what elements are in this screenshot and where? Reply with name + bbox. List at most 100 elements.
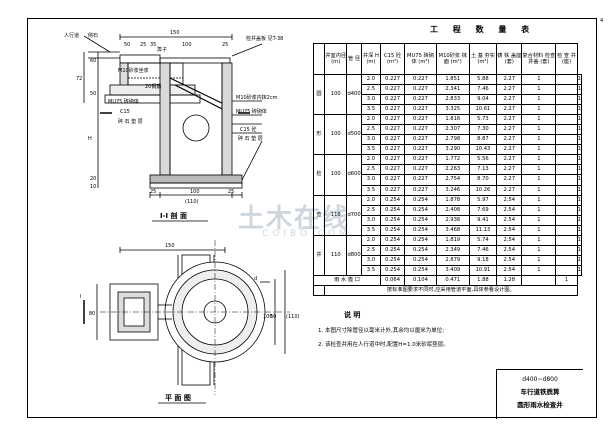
pipe-diameter-cell: d500 xyxy=(346,114,362,156)
chamber-right-wall xyxy=(221,62,233,176)
dim-top: 150 xyxy=(170,30,180,36)
table-cell: 9.04 xyxy=(468,94,498,106)
table-cell: 3.5 xyxy=(360,144,382,156)
dim-25b: 25 xyxy=(222,42,228,48)
plan-dim-50: 50 xyxy=(270,314,276,320)
plan-title: 平 面 图 xyxy=(165,393,191,402)
plan-dim-top: 150 xyxy=(165,243,175,249)
table-cell: 1 xyxy=(521,94,557,106)
table-cell: 1.878 xyxy=(435,194,470,206)
table-cell: 3.290 xyxy=(435,144,470,156)
dim-bottom-right: 25 xyxy=(228,189,234,195)
table-cell xyxy=(555,94,578,106)
dim-100: 100 xyxy=(182,42,192,48)
table-cell: 0.227 xyxy=(380,73,406,86)
table-cell xyxy=(555,144,578,156)
table-cell: 1 xyxy=(521,84,557,96)
header-cell: C15 砼 (m³) xyxy=(380,43,406,75)
header-cell: M10砂浆 抹面 (m²) xyxy=(435,43,470,75)
table-cell: 10.91 xyxy=(468,264,498,276)
table-cell: 3.0 xyxy=(360,254,382,266)
pipe-opening xyxy=(182,114,210,142)
table-cell: 2.833 xyxy=(435,94,470,106)
table-cell: 1 xyxy=(576,214,583,226)
table-cell: 2.5 xyxy=(360,244,382,256)
table-cell: 0.254 xyxy=(404,194,437,206)
table-cell: 0.227 xyxy=(404,184,437,196)
table-cell: 10.61 xyxy=(468,104,498,116)
table-cell: 9.18 xyxy=(468,254,498,266)
table-cell: 5.73 xyxy=(468,114,498,126)
table-cell: 1 xyxy=(576,94,583,106)
table-cell: 5.88 xyxy=(468,73,498,86)
table-cell xyxy=(521,274,557,286)
table-cell: 2.5 xyxy=(360,204,382,216)
table-cell: 2.879 xyxy=(435,254,470,266)
table-cell: 0.227 xyxy=(380,124,406,136)
table-cell: 3.468 xyxy=(435,224,470,236)
table-cell: 3.246 xyxy=(435,184,470,196)
table-cell: 3.5 xyxy=(360,224,382,236)
table-cell: 2.5 xyxy=(360,84,382,96)
table-cell xyxy=(555,174,578,186)
table-cell: 0.254 xyxy=(380,264,406,276)
table-cell: 5.56 xyxy=(468,154,498,166)
table-cell: 2.54 xyxy=(496,244,523,256)
label-c15-right: C15 砼 xyxy=(240,126,256,133)
table-cell: 3.0 xyxy=(360,94,382,106)
table-cell: 2.27 xyxy=(496,84,523,96)
table-cell: 0.227 xyxy=(380,164,406,176)
table-cell: 3.5 xyxy=(360,264,382,276)
table-cell: 3.409 xyxy=(435,264,470,276)
table-cell: 0.254 xyxy=(404,214,437,226)
label-grate: 箅子 xyxy=(157,46,167,53)
table-cell: 2.27 xyxy=(496,134,523,146)
table-cell: 3.325 xyxy=(435,104,470,116)
table-cell xyxy=(555,204,578,216)
table-cell: 1 xyxy=(521,154,557,166)
table-cell: 5.97 xyxy=(468,194,498,206)
dim-10: 10 xyxy=(90,184,96,190)
pipe-diameter-cell: d700 xyxy=(346,194,362,236)
sump-gravel xyxy=(104,94,201,104)
inner-diameter-cell: 100 xyxy=(323,73,348,116)
table-cell: 2.54 xyxy=(496,264,523,276)
table-cell: 2.54 xyxy=(496,234,523,246)
table-cell: 2.0 xyxy=(360,73,382,86)
table-cell: 0.227 xyxy=(404,144,437,156)
table-cell: 5.74 xyxy=(468,234,498,246)
table-cell: 2.349 xyxy=(435,244,470,256)
dim-20: 20 xyxy=(90,176,96,182)
table-cell: 1 xyxy=(576,104,583,116)
note-1: 1. 本图尺寸除管径以毫米计外,其余均以厘米为单位; xyxy=(318,328,445,334)
label-bars: 20钢筋 xyxy=(145,83,161,90)
table-cell: 0.227 xyxy=(404,124,437,136)
table-cell: 2.938 xyxy=(435,214,470,226)
table-cell: 1 xyxy=(576,244,583,256)
label-mortar-top: M10砂浆坐浆 xyxy=(118,67,149,74)
table-cell: 1 xyxy=(576,144,583,156)
table-cell: 1 xyxy=(521,224,557,236)
c15-base xyxy=(149,174,243,184)
section-labels: 人行道 侧石 箅子 检井盖板 见T-38 M10砂浆坐浆 M10砂浆内抹2cm … xyxy=(64,30,283,205)
section-title: I-I 剖 面 xyxy=(160,211,187,220)
plan-dim-100: 100 xyxy=(263,314,273,320)
grate-slab xyxy=(119,54,161,64)
table-cell: 1.88 xyxy=(468,274,498,286)
table-cell: 1 xyxy=(521,244,557,256)
group-name-cell: 查 xyxy=(313,194,325,236)
table-cell xyxy=(555,124,578,136)
title-line-2: 车行道铁质箅 xyxy=(520,388,560,396)
group-name-cell: 检 xyxy=(313,154,325,196)
table-cell: 0.254 xyxy=(380,204,406,216)
table-cell: 1 xyxy=(521,73,557,86)
table-cell: 1 xyxy=(576,264,583,276)
table-cell: 1 xyxy=(521,134,557,146)
table-cell: 8.70 xyxy=(468,174,498,186)
gravel-bed xyxy=(149,182,243,189)
table-cell: 2.54 xyxy=(496,224,523,236)
plan-dim-80: 80 xyxy=(89,311,95,317)
table-cell: 1 xyxy=(576,134,583,146)
